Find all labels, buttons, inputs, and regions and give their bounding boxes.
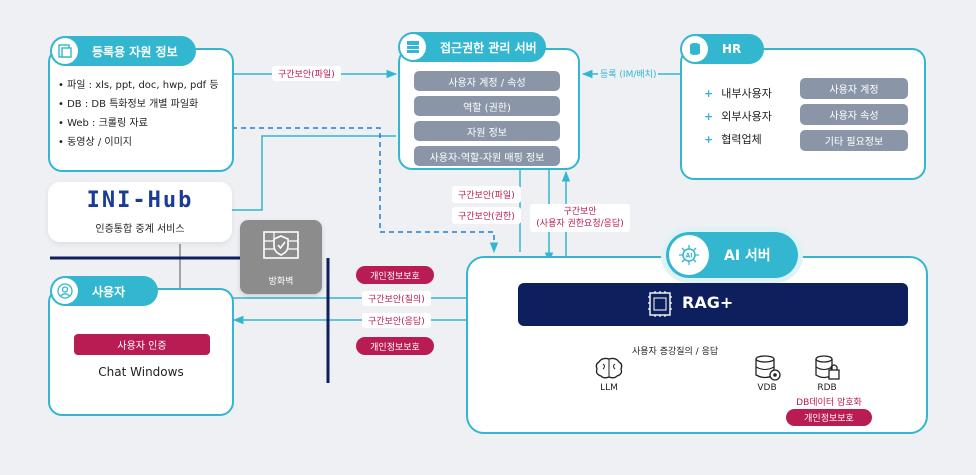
access-server-title: 접근권한 관리 서버 xyxy=(440,40,537,55)
hr-bar-account: 사용자 계정 xyxy=(800,78,908,99)
ai-privacy-badge: 개인정보보호 xyxy=(786,409,872,426)
firewall-shield-icon xyxy=(262,228,300,266)
resource-info-list: • 파일 : xls, ppt, doc, hwp, pdf 등 • DB : … xyxy=(58,76,219,152)
access-server-header: 접근권한 관리 서버 xyxy=(398,32,546,62)
label-secure-file-2: 구간보안(파일) xyxy=(452,186,521,203)
access-bar-resource: 자원 정보 xyxy=(414,121,560,141)
access-bar-mapping: 사용자-역할-자원 매핑 정보 xyxy=(414,146,560,166)
rdb-label: RDB xyxy=(817,383,837,393)
svg-text:AI: AI xyxy=(686,253,693,260)
hr-bar-attribute: 사용자 속성 xyxy=(800,104,908,125)
flow-label: 사용자 증강질의 / 응답 xyxy=(632,347,719,357)
label-secure-query: 구간보안(질의) xyxy=(362,291,431,306)
list-item: • 파일 : xls, ppt, doc, hwp, pdf 등 xyxy=(58,80,219,91)
list-item: +협력업체 xyxy=(704,133,762,146)
db-encrypt-note: DB데이터 암호화 xyxy=(796,398,862,408)
hr-title: HR xyxy=(722,42,742,56)
ai-server-header: AI AI 서버 xyxy=(666,232,798,278)
inihub-logo: INI-Hub xyxy=(86,188,194,213)
list-item: • Web : 크롤링 자료 xyxy=(58,118,148,129)
access-bar-account: 사용자 계정 / 속성 xyxy=(414,71,560,91)
hr-bar-other: 기타 필요정보 xyxy=(800,130,908,151)
llm-label: LLM xyxy=(600,383,618,393)
label-file-secure: 구간보안(파일) xyxy=(272,66,341,81)
list-item: • 동영상 / 이미지 xyxy=(58,137,133,148)
rag-label: RAG+ xyxy=(682,293,734,312)
label-secure-request: 구간보안 (사용자 권한요청/응답) xyxy=(530,204,630,232)
resource-info-title: 등록용 자원 정보 xyxy=(92,44,178,59)
firewall-label: 방화벽 xyxy=(268,277,294,287)
chat-windows-label: Chat Windows xyxy=(98,365,184,379)
rag-icon xyxy=(646,289,674,323)
document-icon xyxy=(52,38,78,64)
list-item: • DB : DB 특화정보 개별 파일화 xyxy=(58,99,199,110)
list-item: +외부사용자 xyxy=(704,110,772,123)
label-privacy-bottom: 개인정보보호 xyxy=(356,337,434,355)
user-title: 사용자 xyxy=(92,284,126,299)
server-icon xyxy=(400,34,426,60)
rdb-icon xyxy=(812,354,842,386)
label-secure-role: 구간보안(권한) xyxy=(452,207,521,224)
llm-brain-icon xyxy=(594,356,624,384)
access-bar-role: 역할 (권한) xyxy=(414,96,560,116)
label-hr-register: 등록 (IM/배치) xyxy=(598,66,659,81)
label-secure-answer: 구간보안(응답) xyxy=(362,313,431,328)
dashed-resource-to-ai xyxy=(232,127,499,254)
list-item: +내부사용자 xyxy=(704,87,772,100)
inihub-subtitle: 인증통합 중계 서비스 xyxy=(95,224,185,235)
database-icon xyxy=(682,36,708,62)
label-privacy-top: 개인정보보호 xyxy=(356,266,434,284)
hr-header: HR xyxy=(680,34,764,64)
inihub-card xyxy=(48,182,232,242)
rag-bar xyxy=(518,283,908,326)
ai-server-title: AI 서버 xyxy=(724,248,771,264)
user-auth-button[interactable]: 사용자 인증 xyxy=(74,334,210,355)
user-header: 사용자 xyxy=(50,276,158,306)
vdb-icon xyxy=(752,354,782,386)
line-inihub-to-server xyxy=(232,135,396,211)
hr-list: +내부사용자 +외부사용자 +협력업체 xyxy=(704,82,772,151)
user-icon xyxy=(52,278,78,304)
vdb-label: VDB xyxy=(757,383,777,393)
resource-info-header: 등록용 자원 정보 xyxy=(50,36,196,66)
ai-chip-icon: AI xyxy=(669,235,709,275)
